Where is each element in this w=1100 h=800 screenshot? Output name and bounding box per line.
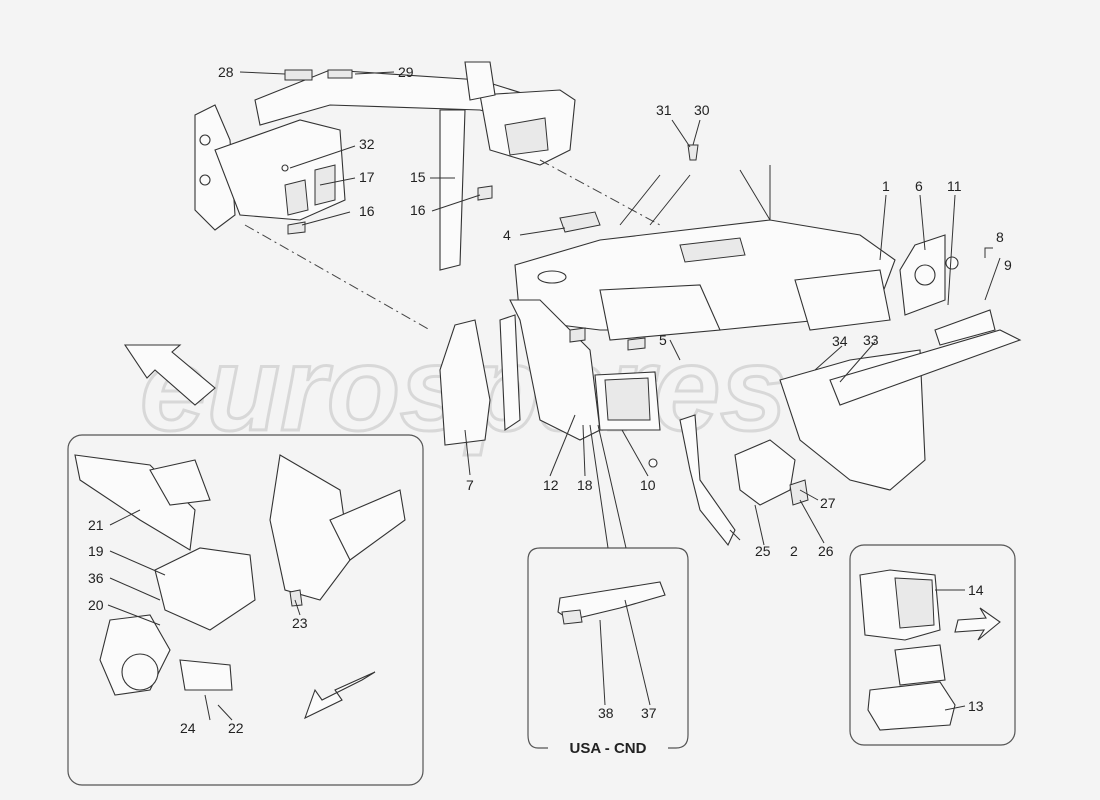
callout-15: 15 xyxy=(410,169,426,185)
callout-29: 29 xyxy=(398,64,414,80)
callout-leaders xyxy=(107,71,1001,721)
connector-line xyxy=(539,159,661,226)
callout-19: 19 xyxy=(88,543,104,559)
callout-34: 34 xyxy=(832,333,848,349)
callout-30: 30 xyxy=(694,102,710,118)
control-module xyxy=(734,439,796,506)
screw xyxy=(687,144,699,161)
leader-lines xyxy=(589,424,627,549)
steering-column-parts xyxy=(74,454,406,696)
callout-25: 25 xyxy=(755,543,771,559)
callout-7: 7 xyxy=(466,477,474,493)
callout-4: 4 xyxy=(503,227,511,243)
callout-6: 6 xyxy=(915,178,923,194)
callout-22: 22 xyxy=(228,720,244,736)
leader-lines xyxy=(619,165,771,226)
clip-part xyxy=(559,211,601,233)
callout-31: 31 xyxy=(656,102,672,118)
callout-13: 13 xyxy=(968,698,984,714)
callout-numbers: 28 29 32 17 16 15 16 4 31 30 1 6 11 8 9 … xyxy=(88,64,1012,736)
callout-21: 21 xyxy=(88,517,104,533)
callout-8: 8 xyxy=(996,229,1004,245)
callout-23: 23 xyxy=(292,615,308,631)
callout-1: 1 xyxy=(882,178,890,194)
callout-32: 32 xyxy=(359,136,375,152)
vent-cover-hole xyxy=(914,264,936,286)
callout-38: 38 xyxy=(598,705,614,721)
callout-12: 12 xyxy=(543,477,559,493)
connector-line xyxy=(244,224,431,331)
callout-14: 14 xyxy=(968,582,984,598)
cross-member-frame xyxy=(194,61,576,271)
callout-16: 16 xyxy=(359,203,375,219)
callout-27: 27 xyxy=(820,495,836,511)
dashboard-assembly xyxy=(499,219,1022,491)
callout-16: 16 xyxy=(410,202,426,218)
callout-36: 36 xyxy=(88,570,104,586)
callout-18: 18 xyxy=(577,477,593,493)
module-bracket xyxy=(789,479,809,506)
bolt xyxy=(945,256,959,270)
callout-17: 17 xyxy=(359,169,375,185)
callout-26: 26 xyxy=(818,543,834,559)
side-panel xyxy=(439,319,491,446)
callout-28: 28 xyxy=(218,64,234,80)
callout-10: 10 xyxy=(640,477,656,493)
callout-9: 9 xyxy=(1004,257,1012,273)
direction-arrow xyxy=(123,344,216,406)
console-parts xyxy=(859,569,956,731)
nut xyxy=(648,458,658,468)
callout-37: 37 xyxy=(641,705,657,721)
callout-11: 11 xyxy=(947,178,962,194)
callout-2: 2 xyxy=(790,543,798,559)
steering-inset-box xyxy=(67,434,424,786)
console-inset-box xyxy=(849,544,1016,746)
usa-cnd-label: USA - CND xyxy=(570,740,647,757)
direction-arrow xyxy=(304,671,376,720)
bracket xyxy=(679,414,736,547)
direction-arrow xyxy=(954,607,1001,641)
callout-24: 24 xyxy=(180,720,196,736)
callout-20: 20 xyxy=(88,597,104,613)
callout-33: 33 xyxy=(863,332,879,348)
callout-5: 5 xyxy=(659,332,667,348)
usa-bracket-part xyxy=(557,581,666,625)
